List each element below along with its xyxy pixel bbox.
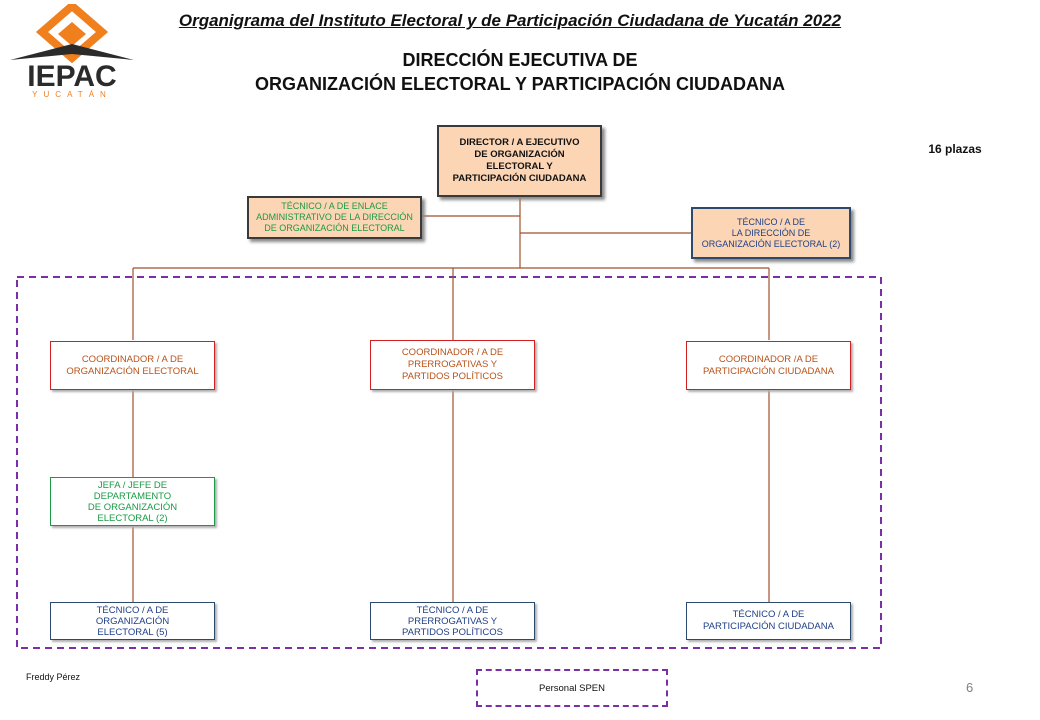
tecnico-enlace-line: TÉCNICO / A DE ENLACE xyxy=(281,201,388,211)
tecnico-direccion-line: ORGANIZACIÓN ELECTORAL (2) xyxy=(701,238,841,249)
tecnico-participacion-line: PARTICIPACIÓN CIUDADANA xyxy=(703,621,834,632)
page-title: Organigrama del Instituto Electoral y de… xyxy=(178,11,842,30)
director-box[interactable]: DIRECTOR / A EJECUTIVO DE ORGANIZACIÓN E… xyxy=(437,125,602,197)
coord-organizacion-box[interactable]: COORDINADOR / A DE ORGANIZACIÓN ELECTORA… xyxy=(50,341,215,390)
logo-mark-icon xyxy=(10,4,134,64)
tecnico-prerrogativas-line: PARTIDOS POLÍTICOS xyxy=(401,626,503,638)
tecnico-organizacion-line: ELECTORAL (5) xyxy=(97,626,168,638)
subtitle-line-2: ORGANIZACIÓN ELECTORAL Y PARTICIPACIÓN C… xyxy=(254,74,786,94)
tecnico-prerrogativas-line: PRERROGATIVAS Y xyxy=(407,615,498,627)
director-line: DIRECTOR / A EJECUTIVO xyxy=(459,137,580,148)
director-line: DE ORGANIZACIÓN xyxy=(474,149,565,160)
coord-prerrogativas-line: COORDINADOR / A DE xyxy=(401,347,504,358)
jefe-departamento-line: JEFA / JEFE DE xyxy=(97,479,168,491)
coord-prerrogativas-line: PRERROGATIVAS Y xyxy=(407,359,498,370)
tecnico-enlace-line: DE ORGANIZACIÓN ELECTORAL xyxy=(264,223,405,233)
coord-prerrogativas-box[interactable]: COORDINADOR / A DE PRERROGATIVAS Y PARTI… xyxy=(370,340,535,390)
tecnico-direccion-line: LA DIRECCIÓN DE xyxy=(731,227,811,238)
tecnico-organizacion-line: TÉCNICO / A DE xyxy=(96,604,169,616)
tecnico-enlace-box[interactable]: TÉCNICO / A DE ENLACE ADMINISTRATIVO DE … xyxy=(247,196,422,239)
plazas-count: 16 plazas xyxy=(928,142,982,156)
coord-organizacion-line: ORGANIZACIÓN ELECTORAL xyxy=(66,365,199,377)
tecnico-organizacion-box[interactable]: TÉCNICO / A DE ORGANIZACIÓN ELECTORAL (5… xyxy=(50,602,215,640)
coord-organizacion-line: COORDINADOR / A DE xyxy=(81,353,184,365)
page-subtitle: DIRECCIÓN EJECUTIVA DE ORGANIZACIÓN ELEC… xyxy=(140,48,900,96)
tecnico-prerrogativas-line: TÉCNICO / A DE xyxy=(416,604,489,616)
jefe-departamento-line: DE ORGANIZACIÓN xyxy=(87,501,178,513)
iepac-logo: IEPAC YUCATÁN xyxy=(10,4,134,98)
subtitle-line-1: DIRECCIÓN EJECUTIVA DE xyxy=(402,50,638,70)
spen-region xyxy=(16,276,882,649)
director-line: PARTICIPACIÓN CIUDADANA xyxy=(452,173,587,184)
jefe-departamento-line: ELECTORAL (2) xyxy=(97,512,168,524)
author-name: Freddy Pérez xyxy=(26,672,81,682)
spen-legend-label: Personal SPEN xyxy=(538,682,605,694)
coord-prerrogativas-line: PARTIDOS POLÍTICOS xyxy=(401,371,503,382)
director-line: ELECTORAL Y xyxy=(486,161,553,172)
tecnico-direccion-box[interactable]: TÉCNICO / A DE LA DIRECCIÓN DE ORGANIZAC… xyxy=(691,207,851,259)
coord-participacion-line: COORDINADOR /A DE xyxy=(718,353,819,365)
page-number: 6 xyxy=(966,680,974,695)
tecnico-enlace-line: ADMINISTRATIVO DE LA DIRECCIÓN xyxy=(256,212,413,222)
jefe-departamento-line: DEPARTAMENTO xyxy=(93,490,172,502)
tecnico-direccion-line: TÉCNICO / A DE xyxy=(736,216,805,227)
tecnico-participacion-line: TÉCNICO / A DE xyxy=(732,609,805,620)
logo-sub: YUCATÁN xyxy=(32,90,112,98)
logo-brand: IEPAC xyxy=(27,60,116,93)
tecnico-organizacion-line: ORGANIZACIÓN xyxy=(95,615,170,627)
tecnico-participacion-box[interactable]: TÉCNICO / A DE PARTICIPACIÓN CIUDADANA xyxy=(686,602,851,640)
coord-participacion-box[interactable]: COORDINADOR /A DE PARTICIPACIÓN CIUDADAN… xyxy=(686,341,851,390)
tecnico-prerrogativas-box[interactable]: TÉCNICO / A DE PRERROGATIVAS Y PARTIDOS … xyxy=(370,602,535,640)
coord-participacion-line: PARTICIPACIÓN CIUDADANA xyxy=(703,365,834,377)
jefe-departamento-box[interactable]: JEFA / JEFE DE DEPARTAMENTO DE ORGANIZAC… xyxy=(50,477,215,526)
spen-legend: Personal SPEN xyxy=(476,669,668,707)
